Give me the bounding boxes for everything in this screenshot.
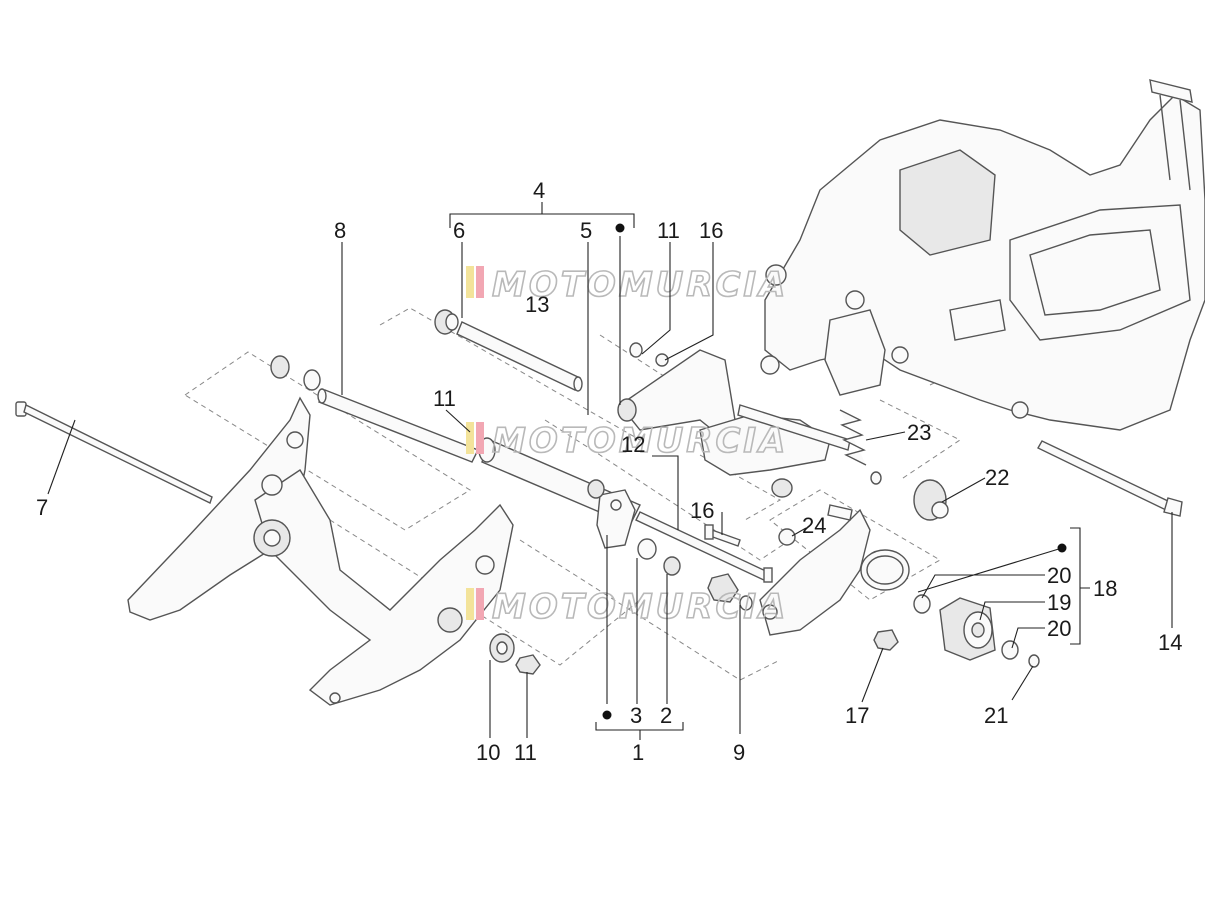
part-21-ring: [1028, 654, 1040, 668]
callout-label: 22: [985, 465, 1009, 490]
callout-label: 20: [1047, 563, 1071, 588]
callout-label: 2: [660, 703, 672, 728]
bullet-dot: [615, 223, 625, 233]
callout-label: 9: [733, 740, 745, 765]
part-9-nut: [707, 573, 753, 611]
watermark-middle: MOTOMURCIA: [466, 420, 788, 462]
part-7-long-bolt: [15, 401, 213, 504]
callout-label: 21: [984, 703, 1008, 728]
engine-block-illustration: [760, 79, 1205, 431]
callout-label: 17: [845, 703, 869, 728]
callout-label: 6: [453, 218, 465, 243]
callout-label: 13: [525, 292, 549, 317]
left-bushings: [270, 355, 321, 391]
part-24-washer: [778, 528, 796, 546]
watermark-text: MOTOMURCIA: [492, 587, 788, 627]
callout-label: 3: [630, 703, 642, 728]
callout-label: 8: [334, 218, 346, 243]
callout-labels: 4 6 5 11 16 8 13 11 7 12 23 22 16 24 20 …: [36, 178, 1182, 765]
callout-label: 10: [476, 740, 500, 765]
part-13-sleeve: [456, 321, 583, 392]
callout-label: 14: [1158, 630, 1182, 655]
part-22-mount: [913, 479, 949, 521]
bullet-dots: [602, 223, 1067, 720]
callout-label: 11: [657, 218, 680, 243]
callout-label: 16: [699, 218, 723, 243]
part-12-bolt: [635, 511, 773, 583]
callout-label: 5: [580, 218, 592, 243]
watermark-top: MOTOMURCIA: [466, 264, 788, 306]
part-17-nut: [873, 629, 899, 651]
bullet-dot: [602, 710, 612, 720]
part-19-silent-block: [939, 597, 996, 661]
part-23-spring: [839, 409, 882, 485]
part-10-washer: [489, 633, 515, 663]
bullet-dot: [1057, 543, 1067, 553]
part-6-bushing: [434, 309, 459, 335]
callout-label: 11: [514, 740, 537, 765]
callout-label: 7: [36, 495, 48, 520]
part-16-bolt: [704, 524, 741, 547]
part-20-bushings: [913, 594, 1019, 660]
callout-label: 12: [621, 432, 645, 457]
part-11-lower-nut: [515, 654, 541, 675]
callout-label: 11: [433, 386, 456, 411]
watermark-text: MOTOMURCIA: [492, 265, 788, 305]
swing-arm-bracket: [127, 396, 514, 706]
upper-swing-link: [617, 342, 851, 498]
callout-label: 4: [533, 178, 545, 203]
watermark-text: MOTOMURCIA: [492, 421, 788, 461]
watermark-bottom: MOTOMURCIA: [466, 586, 788, 628]
callout-label: 19: [1047, 590, 1071, 615]
callout-label: 1: [632, 740, 644, 765]
callout-label: 16: [690, 498, 714, 523]
leader-lines: [47, 202, 1173, 740]
callout-label: 20: [1047, 616, 1071, 641]
callout-label: 24: [802, 513, 826, 538]
engine-mount-bracket: [759, 504, 910, 636]
part-14-long-bolt: [1037, 440, 1183, 517]
callout-label: 18: [1093, 576, 1117, 601]
callout-label: 23: [907, 420, 931, 445]
part-5-swing-link: [478, 437, 681, 576]
part-8-pin: [317, 388, 479, 463]
